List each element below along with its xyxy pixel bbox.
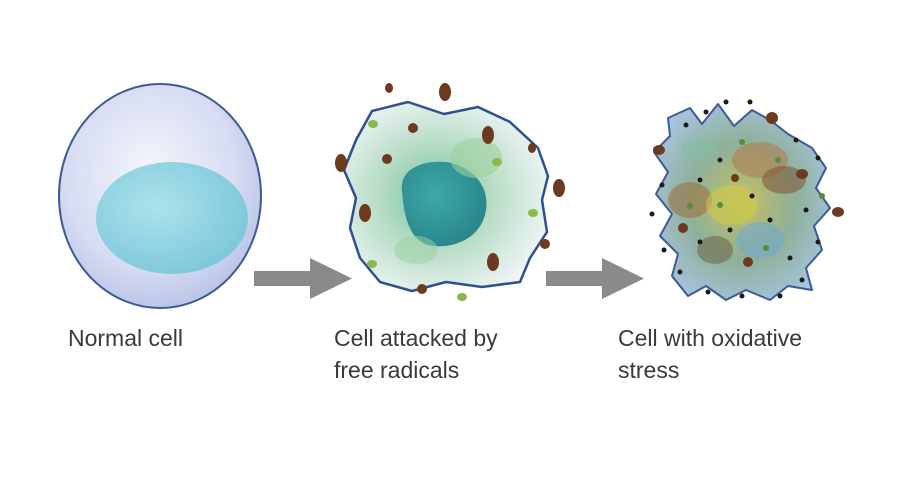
free-radical-dot: [796, 169, 808, 179]
free-radical-dot: [775, 157, 781, 163]
free-radical-dot: [457, 293, 467, 301]
free-radical-dot: [439, 83, 451, 101]
free-radical-dot: [703, 109, 709, 115]
free-radical-dot: [803, 207, 809, 213]
free-radical-dot: [528, 209, 538, 217]
free-radical-dot: [335, 154, 347, 172]
caption-stressed-cell-line-2: stress: [618, 357, 680, 383]
free-radical-dot: [723, 99, 729, 105]
free-radical-dot: [678, 223, 688, 233]
free-radical-dot: [739, 139, 745, 145]
caption-attacked-cell: Cell attacked by free radicals: [334, 322, 498, 386]
normal-cell-nucleus: [96, 162, 248, 274]
free-radical-dot: [653, 145, 665, 155]
free-radical-dot: [717, 202, 723, 208]
free-radical-dot: [659, 182, 665, 188]
free-radical-dot: [540, 239, 550, 249]
free-radical-dot: [677, 269, 683, 275]
free-radical-dot: [368, 120, 378, 128]
free-radical-dot: [766, 112, 778, 124]
free-radical-dot: [697, 239, 703, 245]
caption-normal-cell-line-1: Normal cell: [68, 325, 184, 351]
free-radical-dot: [408, 123, 418, 133]
free-radical-dot: [799, 277, 805, 283]
right-arrow-icon: [546, 258, 644, 299]
normal-cell: [58, 83, 262, 309]
free-radical-dot: [787, 255, 793, 261]
free-radical-dot: [697, 177, 703, 183]
free-radical-dot: [649, 211, 655, 217]
attacked-cell-nucleus: [401, 161, 487, 247]
free-radical-dot: [382, 154, 392, 164]
free-radical-dot: [661, 247, 667, 253]
free-radical-dot: [763, 245, 769, 251]
free-radical-dot: [367, 260, 377, 268]
free-radical-dot: [832, 207, 844, 217]
free-radical-dot: [359, 204, 371, 222]
free-radical-dot: [767, 217, 773, 223]
free-radical-dot: [815, 155, 821, 161]
right-arrow-icon: [254, 258, 352, 299]
caption-stressed-cell-line-1: Cell with oxidative: [618, 325, 803, 351]
free-radical-dot: [553, 179, 565, 197]
free-radical-dot: [815, 239, 821, 245]
free-radical-dot: [793, 137, 799, 143]
free-radical-dot: [705, 289, 711, 295]
stressed-cell: [649, 99, 844, 301]
free-radical-dot: [747, 99, 753, 105]
caption-attacked-cell-line-2: free radicals: [334, 357, 460, 383]
free-radical-dot: [487, 253, 499, 271]
free-radical-dot: [819, 193, 825, 199]
free-radical-dot: [717, 157, 723, 163]
free-radical-dot: [482, 126, 494, 144]
free-radical-dot: [749, 193, 755, 199]
free-radical-dot: [727, 227, 733, 233]
caption-normal-cell: Normal cell: [68, 322, 183, 354]
free-radical-dot: [739, 293, 745, 299]
free-radical-dot: [731, 174, 739, 182]
free-radical-dot: [528, 143, 536, 153]
free-radical-dot: [687, 203, 693, 209]
attacked-cell: [335, 83, 565, 301]
free-radical-dot: [385, 83, 393, 93]
free-radical-dot: [417, 284, 427, 294]
free-radical-dot: [777, 293, 783, 299]
free-radical-dot: [492, 158, 502, 166]
free-radical-dot: [683, 122, 689, 128]
caption-stressed-cell: Cell with oxidative stress: [618, 322, 802, 386]
caption-attacked-cell-line-1: Cell attacked by: [334, 325, 498, 351]
free-radical-dot: [743, 257, 753, 267]
